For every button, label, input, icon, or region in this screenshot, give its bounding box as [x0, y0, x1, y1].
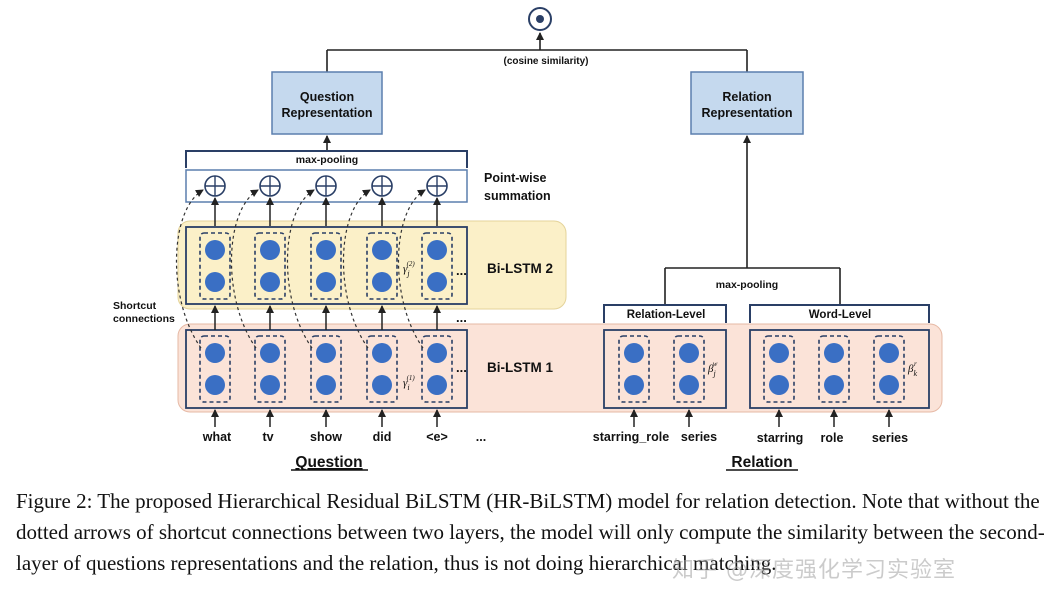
bilstm2-box: [185, 226, 468, 305]
lstm-cell: [205, 343, 225, 363]
cell-column: [254, 232, 286, 300]
question-rep-line1: Question: [300, 90, 354, 104]
lstm-cell: [372, 240, 392, 260]
lstm-cell: [427, 272, 447, 292]
token-label: role: [821, 431, 844, 445]
token-label: <e>: [426, 430, 448, 444]
bilstm1-band: [177, 323, 943, 413]
token-label: series: [872, 431, 908, 445]
cell-column: [873, 335, 905, 403]
lstm-cell: [427, 343, 447, 363]
lstm-cell: [679, 343, 699, 363]
cell-column: [310, 335, 342, 403]
cell-column: [366, 335, 398, 403]
cell-column: [673, 335, 705, 403]
lstm-cell: [372, 272, 392, 292]
question-maxpool-bracket: [185, 150, 468, 168]
beta-w-label: βjw: [707, 360, 718, 378]
lstm-cell: [316, 272, 336, 292]
relation-level-box: [603, 329, 727, 409]
cosine-similarity-label: (cosine similarity): [503, 56, 588, 67]
bilstm2-ellipsis: ...: [456, 263, 467, 278]
between-ellipsis: ...: [456, 310, 467, 325]
similarity-output-dot: [536, 15, 544, 23]
lstm-cell: [205, 375, 225, 395]
lstm-cell: [879, 375, 899, 395]
cell-column: [763, 335, 795, 403]
lstm-cell: [624, 343, 644, 363]
token-labels: what tv show did <e>... starring_role series st…: [202, 430, 908, 445]
lstm-cell: [879, 343, 899, 363]
cell-column: [199, 335, 231, 403]
cell-column: [199, 232, 231, 300]
word-level-bracket: [749, 304, 930, 323]
cell-column: [818, 335, 850, 403]
lstm-cell: [824, 375, 844, 395]
word-level-label: Word-Level: [809, 309, 871, 321]
figure-caption: Figure 2: The proposed Hierarchical Resi…: [16, 489, 1045, 575]
lstm-cell: [427, 375, 447, 395]
cell-column: [421, 232, 453, 300]
generated-diagram-parts: [175, 189, 905, 427]
lstm-cell: [260, 272, 280, 292]
question-representation-box: [271, 71, 383, 135]
relation-section-title: Relation: [731, 454, 792, 471]
question-maxpool-label: max-pooling: [296, 154, 358, 166]
word-level-box: [749, 329, 930, 409]
question-section-title: Question: [295, 454, 362, 471]
cell-column: [421, 335, 453, 403]
token-label: show: [310, 430, 342, 444]
hr-bilstm-diagram: (cosine similarity) Question Representat…: [113, 7, 943, 471]
relation-representation-box: [690, 71, 804, 135]
lstm-cell: [769, 343, 789, 363]
lstm-cell: [372, 375, 392, 395]
lstm-cell: [260, 375, 280, 395]
cell-column: [618, 335, 650, 403]
lstm-cell: [260, 240, 280, 260]
lstm-cell: [824, 343, 844, 363]
bilstm2-label: Bi-LSTM 2: [487, 261, 553, 276]
lstm-cell: [260, 343, 280, 363]
cell-column: [366, 232, 398, 300]
lstm-cell: [205, 240, 225, 260]
bilstm1-ellipsis: ...: [456, 360, 467, 375]
lstm-cell: [205, 272, 225, 292]
relation-maxpool-label: max-pooling: [716, 279, 778, 291]
token-label: what: [202, 430, 232, 444]
lstm-cell: [679, 375, 699, 395]
shortcut-label-line2: connections: [113, 313, 175, 325]
cell-column: [254, 335, 286, 403]
token-label: did: [373, 430, 392, 444]
bilstm1-label: Bi-LSTM 1: [487, 360, 553, 375]
lstm-cell: [372, 343, 392, 363]
lstm-cell: [427, 240, 447, 260]
token-label: starring: [757, 431, 804, 445]
cell-column: [310, 232, 342, 300]
token-label: tv: [262, 430, 273, 444]
pointwise-label-line1: Point-wise: [484, 171, 547, 185]
token-label: ...: [476, 430, 486, 444]
token-label: starring_role: [593, 430, 669, 444]
relation-rep-line2: Representation: [702, 106, 793, 120]
lstm-cell: [769, 375, 789, 395]
token-label: series: [681, 430, 717, 444]
relation-level-bracket: [603, 304, 727, 323]
relation-rep-line1: Relation: [722, 90, 771, 104]
lstm-cell: [316, 375, 336, 395]
lstm-cell: [624, 375, 644, 395]
watermark: 知乎 @深度强化学习实验室: [672, 558, 956, 583]
question-rep-line2: Representation: [282, 106, 373, 120]
relation-level-label: Relation-Level: [627, 309, 706, 321]
shortcut-label-line1: Shortcut: [113, 300, 157, 312]
lstm-cell: [316, 240, 336, 260]
beta-r-label: βkr: [907, 360, 917, 378]
lstm-cell: [316, 343, 336, 363]
pointwise-label-line2: summation: [484, 189, 551, 203]
